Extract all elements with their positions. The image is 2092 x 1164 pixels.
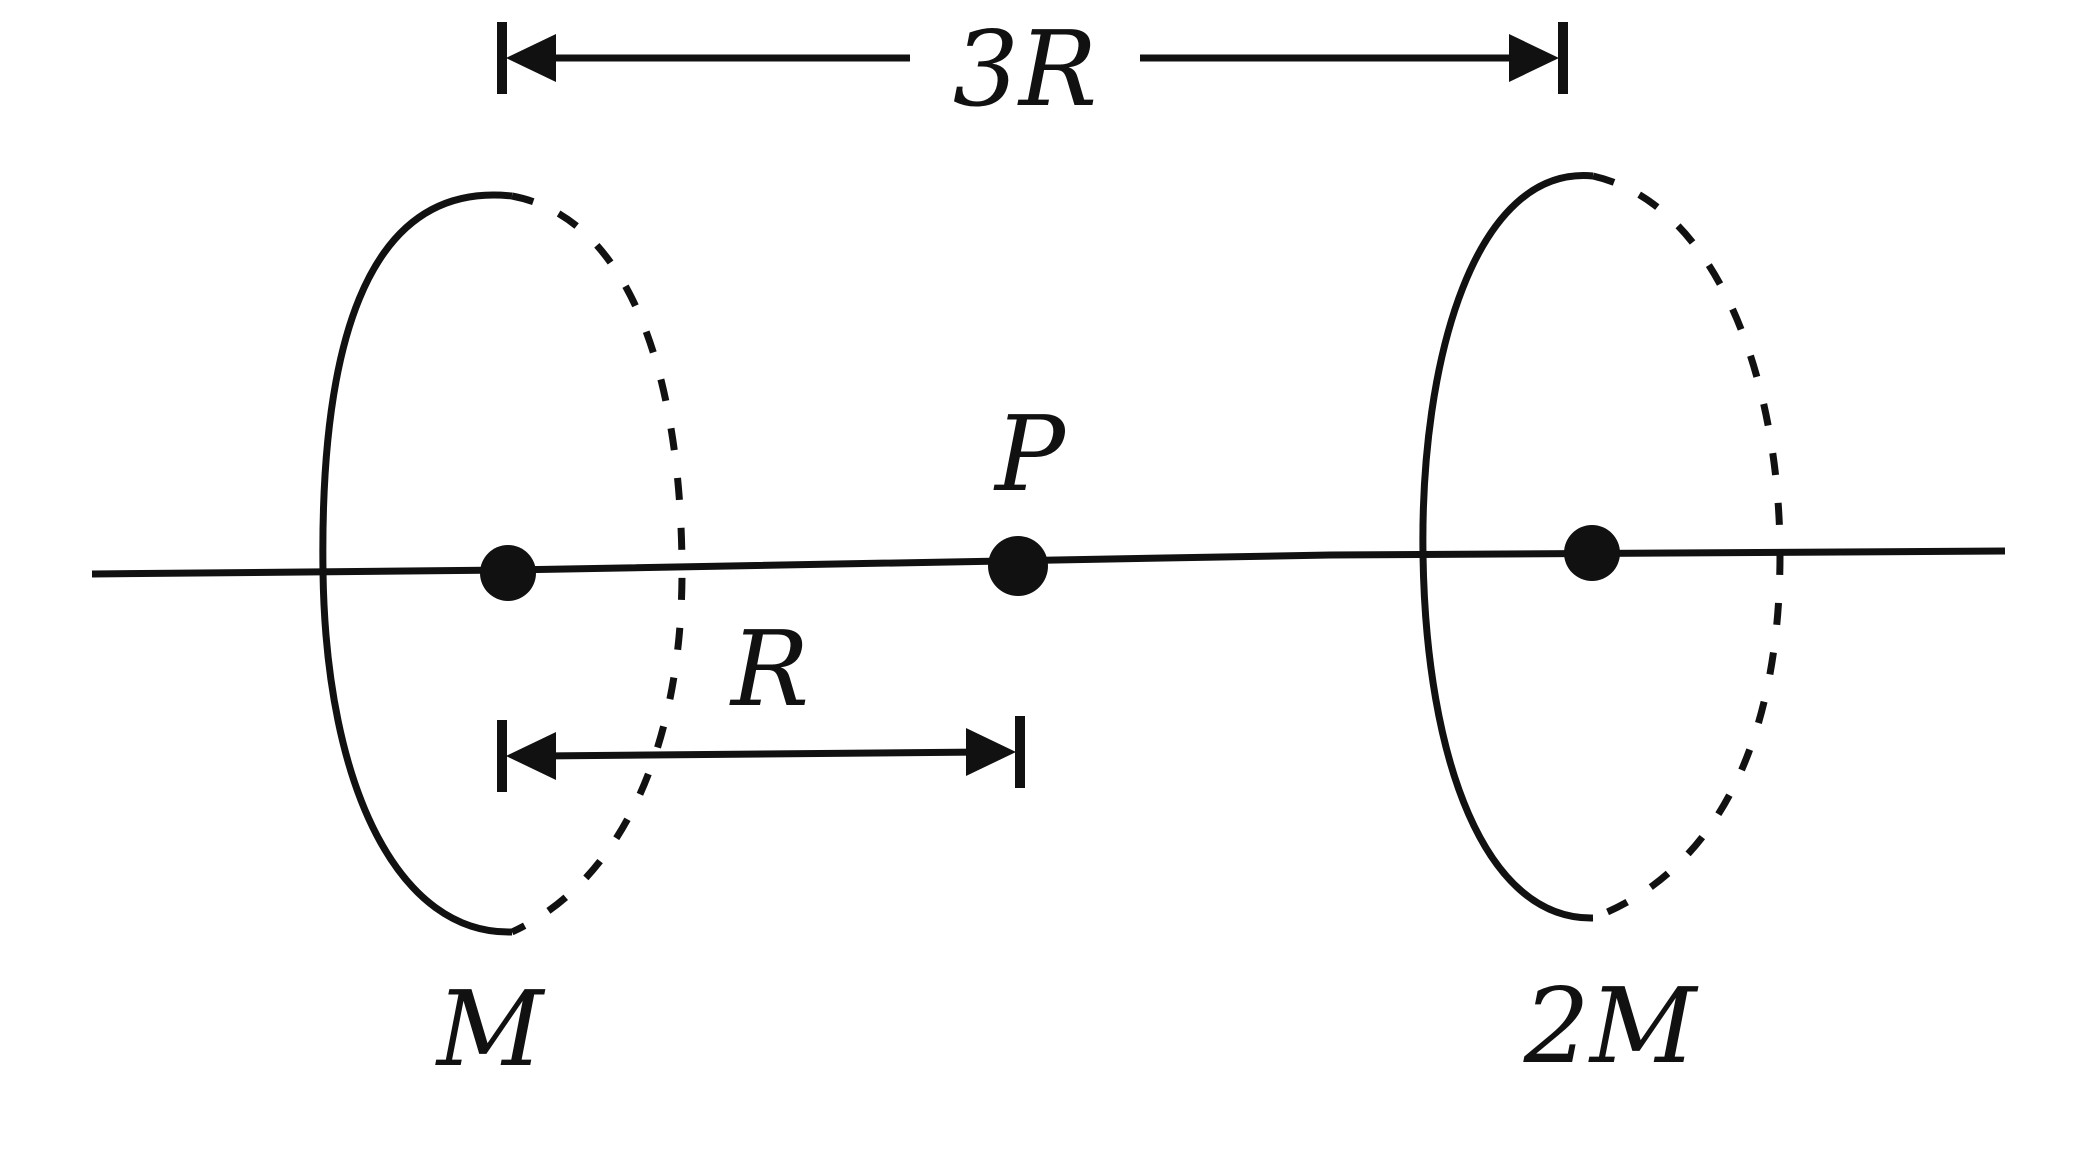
dimension-r-label: R — [729, 608, 809, 730]
right-ring-center-dot — [1564, 525, 1620, 581]
left-ring-back-arc — [510, 192, 686, 936]
right-ring-front-arc — [1419, 172, 1594, 922]
axis-line — [91, 547, 2006, 578]
dimension-r — [497, 716, 1025, 792]
right-ring — [1419, 172, 1784, 922]
left-ring-front-arc — [319, 191, 513, 936]
left-ring — [319, 191, 686, 936]
right-ring-back-arc — [1591, 172, 1784, 922]
point-p-dot — [988, 536, 1048, 596]
right-ring-mass-label: 2M — [1523, 965, 1699, 1087]
left-ring-center-dot — [480, 545, 536, 601]
point-p-label: P — [993, 393, 1067, 515]
dimension-3r — [497, 22, 1568, 94]
left-ring-mass-label: M — [435, 968, 546, 1090]
dimension-3r-label: 3R — [953, 8, 1097, 130]
